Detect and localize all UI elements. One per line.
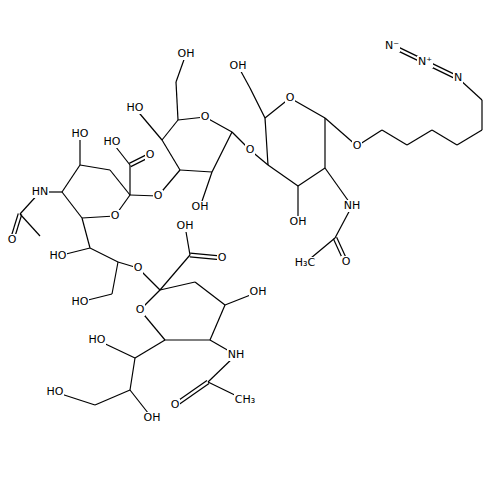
bond-line (382, 130, 407, 145)
bond-line (129, 165, 130, 195)
bond-line (298, 168, 325, 186)
bond-line (110, 170, 130, 195)
bond-line (82, 218, 90, 248)
atom-label: H₃C (294, 257, 316, 269)
atom-label: OH (143, 412, 162, 424)
atom-label: OH (229, 60, 248, 72)
atom-label: NH (343, 200, 362, 212)
atom-label: OH (176, 220, 195, 232)
bond-line (176, 82, 178, 120)
bond-line (210, 305, 225, 340)
atom-label: O (170, 399, 181, 411)
atom-label: N⁻ (384, 40, 400, 52)
bond-line (62, 192, 82, 218)
atom-label: OH (191, 201, 210, 213)
atom-label: HO (126, 102, 145, 114)
bond-line (180, 170, 212, 172)
atom-label: HO (88, 334, 107, 346)
atom-label: O (133, 262, 144, 274)
atom-label: HO (103, 136, 122, 148)
bond-line (265, 118, 268, 165)
atom-label: O (153, 190, 164, 202)
bond-line (90, 248, 118, 262)
bond-line (324, 118, 325, 168)
bond-line (95, 390, 130, 405)
bond-line (160, 282, 195, 290)
atom-label: OH (249, 286, 268, 298)
atom-label: O (352, 140, 363, 152)
bond-line (62, 165, 80, 192)
bond-line (481, 100, 482, 130)
bond-line (176, 383, 209, 406)
atom-label: O (200, 111, 211, 123)
atom-label: HO (71, 128, 90, 140)
atom-label: HO (71, 296, 90, 308)
atom-label: OH (289, 216, 308, 228)
atom-label: O (217, 252, 228, 264)
atom-label: O (285, 92, 296, 104)
bond-line (432, 130, 457, 145)
bond-line (250, 88, 265, 118)
bond-line (130, 358, 135, 390)
bond-line (20, 214, 40, 236)
atom-label: O (341, 256, 352, 268)
atom-label: O (110, 210, 121, 222)
atom-label: O (145, 149, 156, 161)
bond-line (165, 339, 210, 340)
atom-label: O (245, 144, 256, 156)
bond-line (112, 262, 118, 294)
atom-label: CH₃ (234, 394, 256, 406)
bond-line (457, 130, 482, 145)
atom-label: OH (177, 48, 196, 60)
atom-label: NH (227, 349, 246, 361)
atom-label: HN (31, 186, 50, 198)
bond-line (162, 140, 180, 170)
atom-label: N⁺ (417, 56, 433, 68)
bond-line (195, 282, 225, 305)
atom-label: HO (46, 386, 65, 398)
atom-label: O (135, 304, 146, 316)
bond-line (80, 165, 110, 170)
atom-label: N (453, 72, 463, 84)
bond-line (135, 340, 165, 358)
atom-label: O (7, 234, 18, 246)
bond-line (212, 132, 232, 172)
atom-label: HO (49, 250, 68, 262)
bond-line (268, 165, 298, 186)
bond-line (407, 130, 432, 145)
bond-line (162, 120, 178, 140)
